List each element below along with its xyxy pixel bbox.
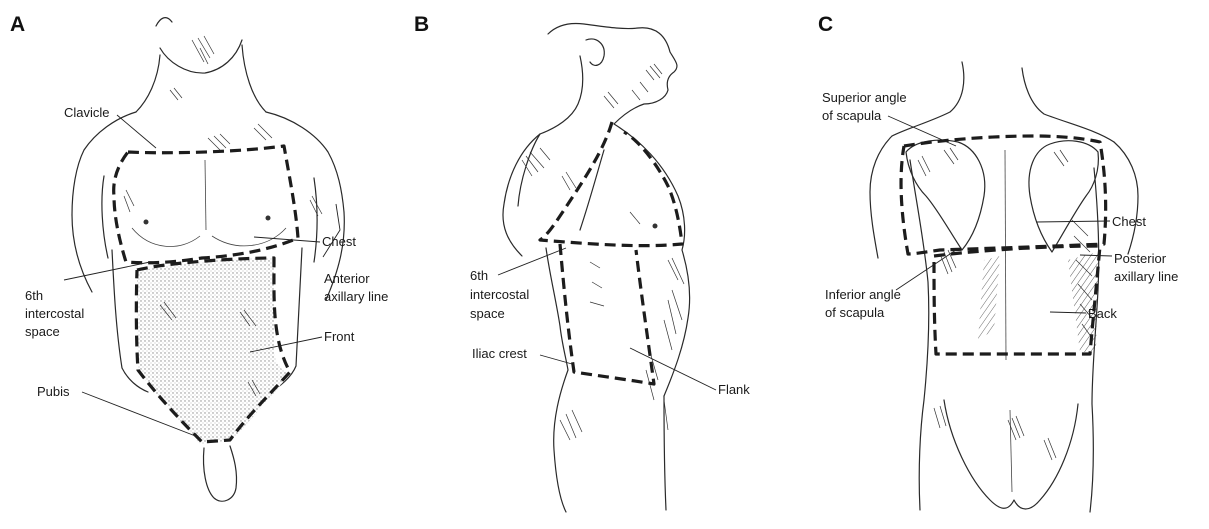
label-flank: Flank (718, 382, 750, 397)
label-sixth-b-2: intercostal (470, 287, 529, 302)
label-posterior-2: axillary line (1114, 269, 1178, 284)
sixth-space-leader-b (498, 248, 566, 275)
label-posterior-1: Posterior (1114, 251, 1167, 266)
label-sixth-a-1: 6th (25, 288, 43, 303)
label-iliac-crest: Iliac crest (472, 346, 527, 361)
label-superior-2: of scapula (822, 108, 882, 123)
label-sixth-b-3: space (470, 306, 505, 321)
label-clavicle: Clavicle (64, 105, 110, 120)
chest-zone-boundary-b (540, 122, 682, 246)
flank-zone-boundary (560, 244, 654, 384)
label-back: Back (1088, 306, 1117, 321)
label-anterior-axillary-2: axillary line (324, 289, 388, 304)
label-chest-c: Chest (1112, 214, 1146, 229)
superior-angle-leader (888, 116, 956, 146)
panel-b: B (414, 13, 750, 512)
label-inferior-2: of scapula (825, 305, 885, 320)
chest-zone-boundary-c (901, 136, 1106, 254)
panel-b-body-outline (503, 23, 690, 512)
label-inferior-1: Inferior angle (825, 287, 901, 302)
chest-leader-c (1036, 221, 1110, 222)
label-sixth-a-2: intercostal (25, 306, 84, 321)
label-chest-a: Chest (322, 234, 356, 249)
panel-c-letter: C (818, 13, 833, 36)
label-front: Front (324, 329, 355, 344)
panel-c-body-outline (870, 62, 1138, 512)
label-sixth-b-1: 6th (470, 268, 488, 283)
panel-a-letter: A (10, 13, 25, 36)
panel-b-letter: B (414, 13, 429, 36)
label-anterior-axillary-1: Anterior (324, 271, 370, 286)
label-pubis: Pubis (37, 384, 70, 399)
iliac-crest-leader (540, 355, 572, 364)
flank-leader (630, 348, 716, 390)
panel-c: C (818, 13, 1178, 512)
front-abdomen-region (137, 258, 290, 444)
anterior-axillary-leader (323, 204, 340, 257)
clavicle-leader (117, 115, 156, 148)
label-sixth-a-3: space (25, 324, 60, 339)
inferior-angle-leader (896, 250, 956, 290)
label-superior-1: Superior angle (822, 90, 907, 105)
panel-a: A (10, 13, 388, 501)
